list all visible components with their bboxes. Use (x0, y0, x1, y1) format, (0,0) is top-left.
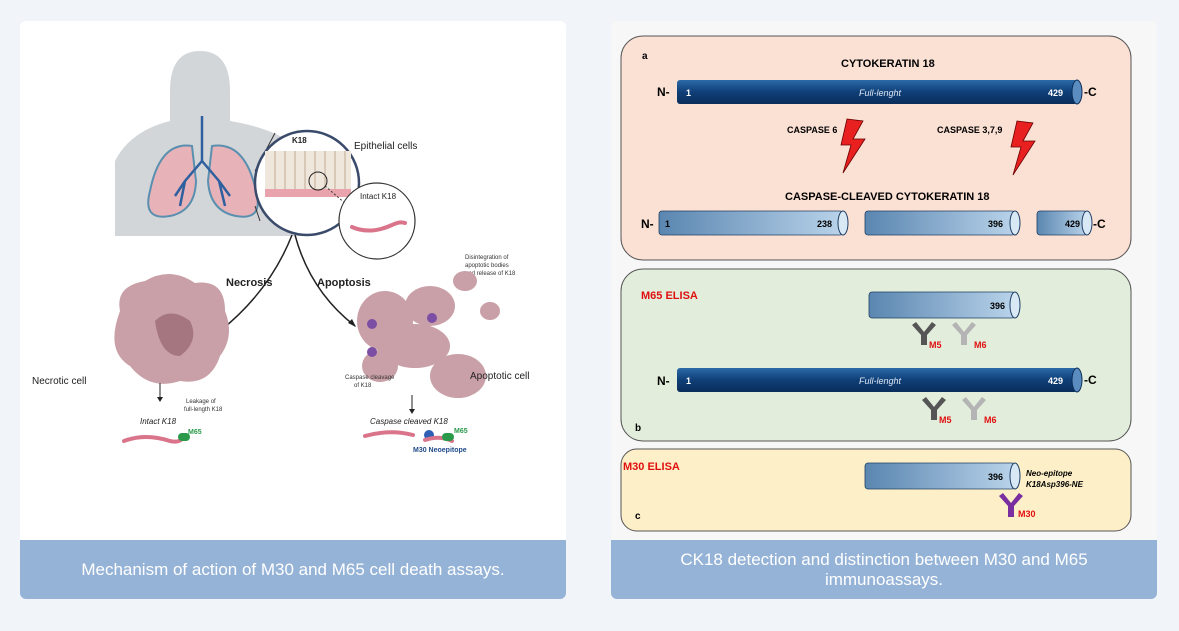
label-leakage-1: Leakage of (186, 399, 216, 405)
bar-cap (1009, 462, 1021, 490)
intact-k18-filament (122, 435, 184, 444)
k18-filament (350, 220, 407, 233)
label-m65-left: M65 (188, 429, 202, 436)
label-caspase-cleavage-2: of K18 (354, 383, 372, 389)
label-disintegration-1: Disintegration of (465, 255, 509, 261)
figure-card-ck18-detection[interactable]: a CYTOKERATIN 18 N- 1 Full-lenght 429 -C… (611, 21, 1157, 599)
cell-death-mechanism-illustration: K18 Epithelial cells Intact K18 Necrosis… (32, 51, 529, 454)
cleaved-k18-fragment (363, 430, 415, 438)
label-pos-429: 429 (1048, 88, 1063, 98)
label-intact-k18-result: Intact K18 (140, 417, 177, 426)
label-pos-1: 1 (686, 88, 691, 98)
m6-antibody-icon (962, 397, 986, 420)
label-full-length: Full-lenght (859, 88, 902, 98)
label-c-terminus: -C (1093, 217, 1106, 231)
label-disintegration-3: and release of K18 (465, 271, 516, 277)
arrowhead (157, 397, 163, 402)
bronchial-tree (173, 116, 232, 207)
k18-highlight-circle (308, 171, 328, 191)
label-disintegration-2: apoptotic bodies (465, 263, 509, 269)
m6-antibody-icon (952, 322, 976, 345)
epithelial-cells-drawing (265, 151, 351, 197)
panel-c (620, 448, 1132, 532)
label-m65-elisa: M65 ELISA (641, 290, 698, 302)
figure-caption: Mechanism of action of M30 and M65 cell … (20, 540, 566, 599)
label-cytokeratin-18: CYTOKERATIN 18 (841, 58, 935, 70)
necrosis-arrow (219, 234, 293, 332)
label-caspase-6: CASPASE 6 (787, 125, 837, 135)
label-leakage-2: full-length K18 (184, 407, 223, 413)
label-pos-396: 396 (988, 219, 1003, 229)
label-intact-k18: Intact K18 (360, 192, 397, 201)
apoptosis-arrow (294, 234, 356, 327)
label-pos-396: 396 (988, 472, 1003, 482)
label-epithelial-cells: Epithelial cells (354, 141, 417, 152)
label-neo-epitope: Neo-epitope (1026, 469, 1073, 478)
bar-cap (1071, 367, 1083, 393)
label-pos-429: 429 (1048, 376, 1063, 386)
label-panel-b: b (635, 423, 641, 434)
label-pos-1: 1 (665, 219, 670, 229)
bar-cap (1071, 79, 1083, 105)
label-k18asp396-ne: K18Asp396-NE (1026, 480, 1084, 489)
label-c-terminus: -C (1084, 85, 1097, 99)
apoptotic-cells (357, 271, 500, 398)
right-lung (206, 144, 259, 218)
label-pos-238: 238 (817, 219, 832, 229)
figure-caption: CK18 detection and distinction between M… (611, 540, 1157, 599)
label-full-length: Full-lenght (859, 376, 902, 386)
label-apoptosis: Apoptosis (317, 277, 371, 289)
caspase-6-lightning-icon (840, 118, 866, 174)
label-necrosis: Necrosis (226, 277, 272, 289)
label-m5: M5 (929, 340, 942, 350)
m30-antibody-icon (999, 493, 1023, 517)
label-panel-a: a (642, 51, 648, 62)
m65-antibody-right (442, 433, 454, 441)
label-k18: K18 (292, 136, 307, 145)
label-pos-1: 1 (686, 376, 691, 386)
label-m30-neoepitope: M30 Neoepitope (413, 447, 467, 454)
label-necrotic-cell: Necrotic cell (32, 376, 86, 387)
label-n-terminus: N- (657, 374, 670, 388)
label-m30: M30 (1018, 509, 1036, 519)
label-c-terminus: -C (1084, 373, 1097, 387)
label-apoptotic-cell: Apoptotic cell (470, 371, 529, 382)
label-caspase-3-7-9: CASPASE 3,7,9 (937, 125, 1002, 135)
full-length-bar (677, 368, 1077, 392)
fragment-1-238 (658, 210, 844, 236)
label-m5: M5 (939, 415, 952, 425)
bar-cap (1081, 210, 1093, 236)
label-caspase-cleaved-k18: Caspase cleaved K18 (370, 417, 448, 426)
m5-antibody-icon (922, 397, 946, 420)
ck18-assay-diagram: a CYTOKERATIN 18 N- 1 Full-lenght 429 -C… (611, 21, 1157, 540)
necrotic-nucleus (155, 313, 194, 356)
left-lung (147, 144, 198, 218)
label-pos-396: 396 (990, 301, 1005, 311)
label-n-terminus: N- (641, 217, 654, 231)
label-panel-c: c (635, 511, 641, 522)
intact-k18-circle (338, 182, 416, 260)
full-length-bar (677, 80, 1077, 104)
label-caspase-cleavage-1: Caspase cleavage (345, 375, 395, 381)
arrowhead (409, 409, 415, 414)
label-m30-elisa: M30 ELISA (623, 461, 680, 473)
label-pos-429: 429 (1065, 219, 1080, 229)
bar-cap (1009, 210, 1021, 236)
arrowhead (348, 319, 356, 327)
figure-card-cell-death-assays[interactable]: K18 Epithelial cells Intact K18 Necrosis… (20, 21, 566, 599)
zoom-line (254, 205, 261, 222)
label-m6: M6 (984, 415, 997, 425)
label-m65-right: M65 (454, 428, 468, 435)
bar-cap (837, 210, 849, 236)
label-caspase-cleaved-ck18: CASPASE-CLEAVED CYTOKERATIN 18 (785, 191, 990, 203)
caspase-3-7-9-lightning-icon (1010, 120, 1036, 176)
label-m6: M6 (974, 340, 987, 350)
label-n-terminus: N- (657, 85, 670, 99)
m65-antibody-left (178, 433, 190, 441)
bar-cap (1009, 291, 1021, 319)
m5-antibody-icon (912, 322, 936, 345)
